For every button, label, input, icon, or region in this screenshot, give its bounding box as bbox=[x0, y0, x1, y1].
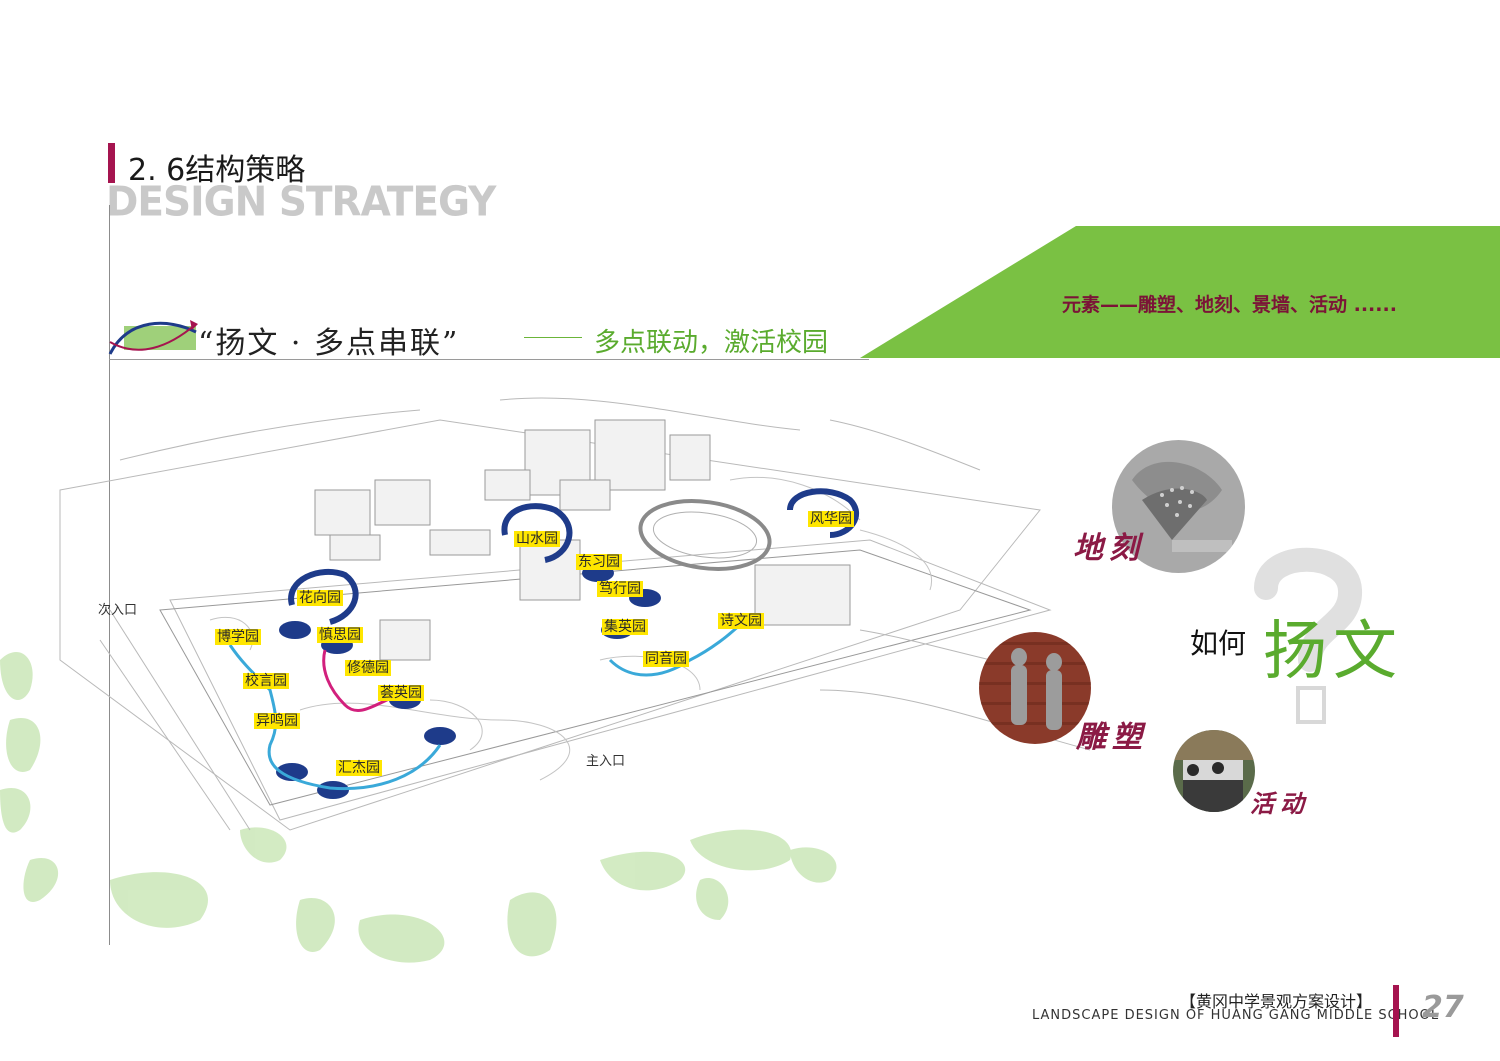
activity-caption: 活动 bbox=[1250, 789, 1310, 818]
headline-tag: 多点联动，激活校园 bbox=[594, 328, 829, 358]
garden-label-shanshui: 山水园 bbox=[514, 531, 560, 547]
green-banner bbox=[860, 226, 1500, 358]
elements-caption: 元素——雕塑、地刻、景墙、活动 ...... bbox=[1062, 294, 1397, 316]
left-margin-rule bbox=[109, 205, 110, 945]
page-number: 27 bbox=[1422, 990, 1464, 1025]
question-mark-icon bbox=[1254, 547, 1362, 724]
activity-photo bbox=[1173, 730, 1255, 812]
yangwen-text: 扬文 bbox=[1263, 615, 1403, 689]
main-entrance-label: 主入口 bbox=[586, 754, 626, 769]
section-title: 2. 6结构策略 bbox=[128, 153, 306, 188]
garden-label-dongxi: 东习园 bbox=[576, 554, 622, 570]
swirl-logo-icon bbox=[108, 320, 198, 355]
headline-rule bbox=[109, 359, 869, 360]
headline-quote: “扬文 · 多点串联” bbox=[198, 326, 460, 361]
headline-dash bbox=[524, 337, 582, 338]
how-text: 如何 bbox=[1190, 627, 1247, 660]
garden-label-duxing: 笃行园 bbox=[597, 581, 643, 597]
garden-label-huiying: 荟英园 bbox=[378, 685, 424, 701]
section-accent-bar bbox=[108, 143, 115, 183]
garden-label-boxue: 博学园 bbox=[215, 629, 261, 645]
garden-label-xiude: 修德园 bbox=[345, 660, 391, 676]
secondary-entrance-label: 次入口 bbox=[98, 603, 138, 618]
footer-accent-bar bbox=[1393, 985, 1399, 1037]
sculpture-caption: 雕塑 bbox=[1076, 720, 1148, 755]
garden-label-jiying: 集英园 bbox=[602, 619, 648, 635]
garden-label-tongyin: 同音园 bbox=[643, 651, 689, 667]
campus-plan-map bbox=[0, 397, 1091, 963]
garden-label-shiwen: 诗文园 bbox=[718, 613, 764, 629]
footer-project-en: LANDSCAPE DESIGN OF HUANG GANG MIDDLE SC… bbox=[1032, 1008, 1440, 1023]
engraving-photo bbox=[1112, 440, 1245, 573]
section-subtitle: DESIGN STRATEGY bbox=[106, 178, 496, 227]
sculpture-photo bbox=[979, 632, 1091, 744]
garden-label-fenghua: 风华园 bbox=[808, 511, 854, 527]
garden-label-shensi: 慎思园 bbox=[317, 627, 363, 643]
footer-project-cn: 【黄冈中学景观方案设计】 bbox=[1180, 992, 1373, 1011]
engrave-caption: 地刻 bbox=[1073, 531, 1145, 566]
garden-label-huijie: 汇杰园 bbox=[336, 760, 382, 776]
garden-label-huaxiang: 花向园 bbox=[297, 590, 343, 606]
garden-label-yiming: 异鸣园 bbox=[254, 713, 300, 729]
garden-label-xiaoyan: 校言园 bbox=[243, 673, 289, 689]
